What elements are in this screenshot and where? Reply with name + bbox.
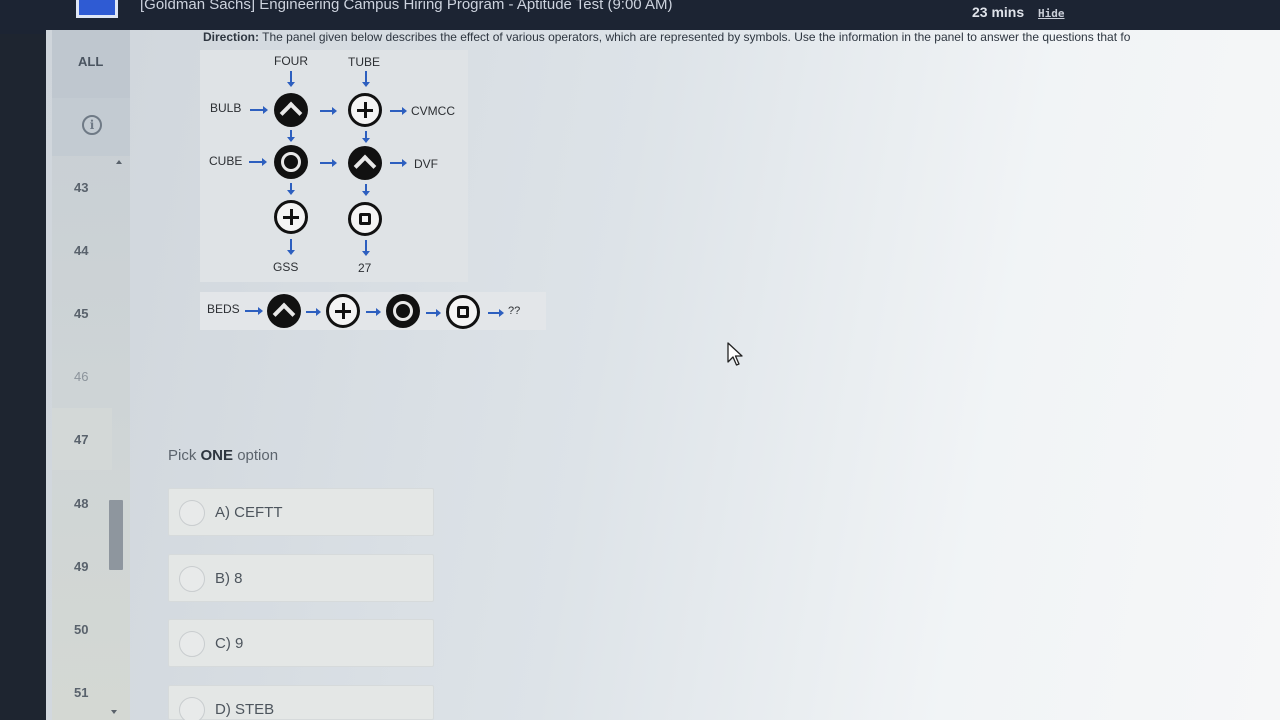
question-nav-43[interactable]: 43 xyxy=(74,180,89,195)
arrow-right xyxy=(306,308,321,316)
square-operator-icon xyxy=(348,202,382,236)
up-operator-icon xyxy=(274,93,308,127)
direction-label: Direction: xyxy=(203,30,260,44)
arrow-down xyxy=(287,71,295,87)
question-nav-50[interactable]: 50 xyxy=(74,622,89,637)
arrow-down xyxy=(287,183,295,195)
question-nav-47[interactable]: 47 xyxy=(74,432,89,447)
test-title: [Goldman Sachs] Engineering Campus Hirin… xyxy=(140,0,673,13)
sidebar-all[interactable]: ALL xyxy=(52,30,130,98)
option-b[interactable]: B) 8 xyxy=(168,554,434,602)
plus-operator-icon xyxy=(326,294,360,328)
label-dvf: DVF xyxy=(414,157,438,171)
question-sidebar: ALL i 43 44 45 46 47 48 49 50 51 xyxy=(52,30,130,720)
dot-operator-icon xyxy=(386,294,420,328)
direction-body: The panel given below describes the effe… xyxy=(259,30,1131,44)
option-b-label: B) 8 xyxy=(215,570,243,587)
hide-timer-link[interactable]: Hide xyxy=(1038,7,1065,20)
top-bar: [Goldman Sachs] Engineering Campus Hirin… xyxy=(0,0,1280,34)
arrow-right xyxy=(426,309,441,317)
square-operator-icon xyxy=(446,295,480,329)
arrow-down xyxy=(362,240,370,256)
mouse-cursor-icon xyxy=(727,342,743,366)
scroll-down-arrow[interactable] xyxy=(111,710,117,714)
current-question-highlight xyxy=(52,408,112,470)
question-nav-45[interactable]: 45 xyxy=(74,306,89,321)
pick-bold: ONE xyxy=(200,447,234,464)
option-a-label: A) CEFTT xyxy=(215,504,283,521)
label-unknown: ?? xyxy=(508,305,521,317)
timer: 23 mins xyxy=(972,4,1025,20)
radio-c[interactable] xyxy=(179,631,205,657)
arrow-right xyxy=(488,309,504,317)
option-a[interactable]: A) CEFTT xyxy=(168,488,434,536)
arrow-right xyxy=(249,158,267,166)
arrow-right xyxy=(320,107,337,115)
arrow-down xyxy=(287,239,295,255)
arrow-right xyxy=(390,107,407,115)
sidebar-info[interactable]: i xyxy=(52,98,130,156)
pick-prefix: Pick xyxy=(168,447,201,464)
option-c[interactable]: C) 9 xyxy=(168,619,434,667)
label-bulb: BULB xyxy=(210,101,242,115)
option-d[interactable]: D) STEB xyxy=(168,685,434,720)
arrow-right xyxy=(245,307,263,315)
plus-operator-icon xyxy=(274,200,308,234)
label-tube: TUBE xyxy=(348,55,381,69)
label-27: 27 xyxy=(358,261,372,275)
label-cube: CUBE xyxy=(209,154,243,168)
arrow-right xyxy=(320,159,337,167)
pick-suffix: option xyxy=(233,447,279,464)
label-gss: GSS xyxy=(273,260,299,274)
radio-b[interactable] xyxy=(179,566,205,592)
question-nav-49[interactable]: 49 xyxy=(74,559,89,574)
question-nav-44[interactable]: 44 xyxy=(74,243,89,258)
arrow-right xyxy=(366,308,381,316)
question-nav-48[interactable]: 48 xyxy=(74,496,89,511)
question-nav-51[interactable]: 51 xyxy=(74,685,89,700)
arrow-down xyxy=(287,130,295,142)
arrow-down xyxy=(362,71,370,87)
arrow-down xyxy=(362,184,370,196)
dot-operator-icon xyxy=(274,145,308,179)
label-cvmcc: CVMCC xyxy=(411,104,455,118)
arrow-right xyxy=(390,159,407,167)
up-operator-icon xyxy=(348,146,382,180)
label-four: FOUR xyxy=(274,54,308,68)
up-operator-icon xyxy=(267,294,301,328)
plus-operator-icon xyxy=(348,93,382,127)
sidebar-all-label: ALL xyxy=(78,54,104,69)
info-icon: i xyxy=(82,115,102,135)
option-c-label: C) 9 xyxy=(215,635,244,652)
arrow-down xyxy=(362,131,370,143)
pick-instruction: Pick ONE option xyxy=(168,447,278,464)
scroll-up-arrow[interactable] xyxy=(116,160,122,164)
option-d-label: D) STEB xyxy=(215,701,275,718)
scrollbar-thumb[interactable] xyxy=(109,500,123,570)
radio-a[interactable] xyxy=(179,500,205,526)
logo xyxy=(76,0,118,18)
radio-d[interactable] xyxy=(179,697,205,720)
arrow-right xyxy=(250,106,268,114)
label-beds: BEDS xyxy=(207,302,240,316)
question-nav-46[interactable]: 46 xyxy=(74,369,89,384)
direction-text: Direction: The panel given below describ… xyxy=(203,30,1280,44)
